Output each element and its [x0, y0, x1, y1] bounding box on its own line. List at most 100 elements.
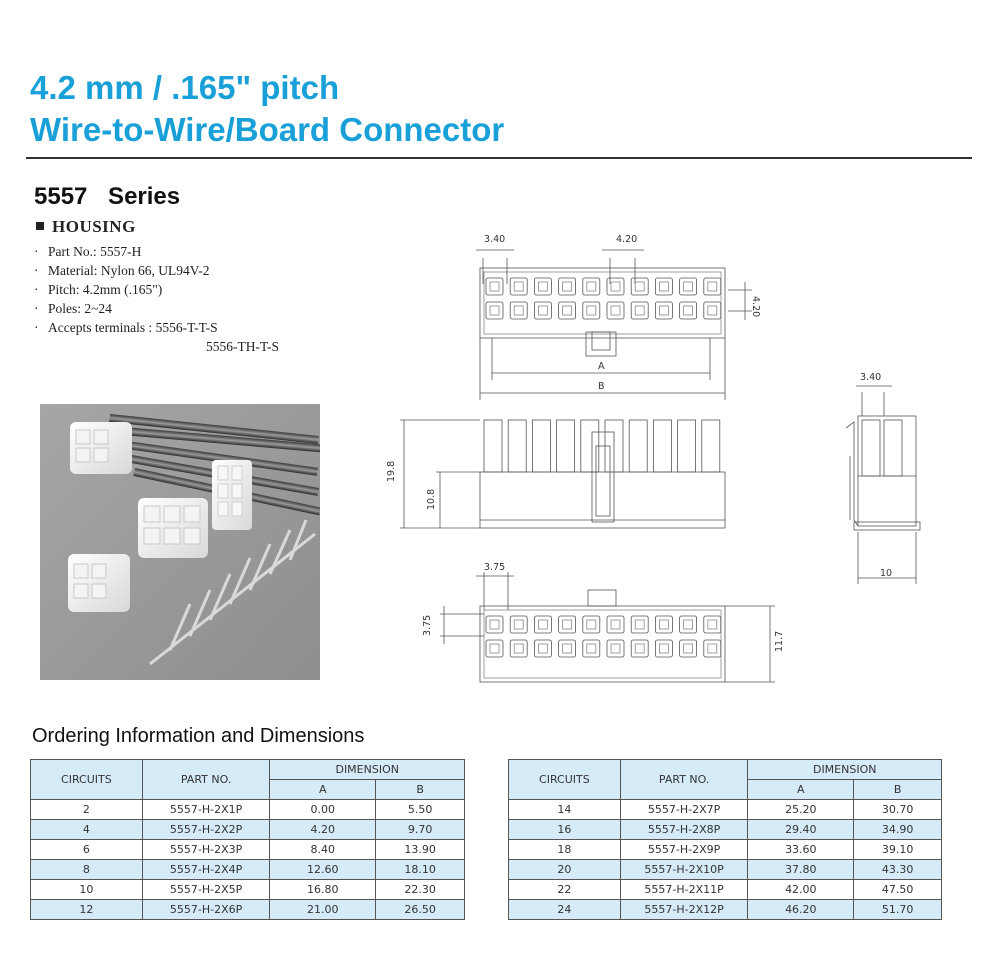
cavity-inner — [610, 619, 621, 630]
cell-dim-b: 34.90 — [853, 819, 942, 840]
cavity-inner — [634, 643, 645, 654]
cavity-inner — [513, 619, 524, 630]
terminal-post — [580, 419, 600, 473]
terminal-post — [677, 419, 697, 473]
cavity-inner — [513, 305, 524, 316]
header-dimension: DIMENSION — [747, 759, 942, 780]
cavity-cell — [509, 615, 528, 634]
cavity-cell — [558, 639, 577, 658]
cavity-inner — [537, 281, 548, 292]
housing-heading-text: HOUSING — [52, 217, 136, 236]
cavity-inner — [610, 281, 621, 292]
dim-front-body: 10.8 — [426, 489, 437, 510]
cell-dim-a: 42.00 — [747, 879, 855, 900]
cavity-cell — [533, 301, 552, 320]
spec-item: · Poles: 2~24 — [34, 299, 279, 318]
cavity-cell — [606, 615, 625, 634]
cavity-cell — [679, 277, 698, 296]
cavity-inner — [658, 643, 669, 654]
cell-part-no: 5557-H-2X4P — [141, 859, 271, 880]
cell-dim-b: 22.30 — [375, 879, 465, 900]
cell-dim-b: 43.30 — [853, 859, 942, 880]
cell-circuits: 10 — [30, 879, 143, 900]
cell-dim-b: 51.70 — [853, 899, 942, 920]
header-a: A — [747, 779, 855, 800]
connector-photo-illustration — [40, 404, 320, 680]
dim-side-top: 3.40 — [860, 372, 881, 383]
cell-circuits: 18 — [508, 839, 621, 860]
cell-part-no: 5557-H-2X3P — [141, 839, 271, 860]
bottom-view — [440, 572, 775, 683]
cavity-cell — [509, 639, 528, 658]
cell-circuits: 8 — [30, 859, 143, 880]
dim-top-pitch-mid: 4.20 — [616, 234, 637, 245]
cavity-inner — [586, 643, 597, 654]
cell-dim-b: 30.70 — [853, 799, 942, 820]
cavity-inner — [658, 619, 669, 630]
cavity-cell — [582, 639, 601, 658]
terminal-post — [701, 419, 721, 473]
header-part-no: PART NO. — [619, 759, 749, 800]
cavity-inner — [537, 619, 548, 630]
cavity-inner — [586, 281, 597, 292]
cavity-cell — [558, 277, 577, 296]
cavity-cell — [509, 277, 528, 296]
spec-text: Material: Nylon 66, UL94V-2 — [48, 263, 210, 278]
terminal-post — [556, 419, 576, 473]
spec-item-continuation: 5556-TH-T-S — [34, 337, 279, 356]
dim-bottom-right: 11.7 — [774, 631, 785, 652]
cavity-inner — [707, 281, 718, 292]
cavity-inner — [683, 305, 694, 316]
cavity-cell — [558, 301, 577, 320]
cavity-inner — [707, 619, 718, 630]
dim-side-bottom: 10 — [880, 568, 892, 579]
cavity-cell — [630, 277, 649, 296]
spec-item: ·Material: Nylon 66, UL94V-2 — [34, 261, 279, 280]
front-view — [400, 419, 726, 529]
cavity-cell — [533, 639, 552, 658]
cavity-inner — [610, 305, 621, 316]
cell-dim-a: 12.60 — [269, 859, 377, 880]
header-circuits: CIRCUITS — [30, 759, 143, 800]
cavity-inner — [489, 281, 500, 292]
cell-part-no: 5557-H-2X9P — [619, 839, 749, 860]
cavity-inner — [707, 305, 718, 316]
spec-text: Poles: 2~24 — [48, 301, 112, 316]
bullet-icon: · — [34, 320, 39, 335]
cavity-inner — [683, 619, 694, 630]
cavity-cell — [606, 277, 625, 296]
cavity-cell — [485, 301, 504, 320]
cell-circuits: 22 — [508, 879, 621, 900]
cavity-cell — [630, 615, 649, 634]
cavity-cell — [582, 615, 601, 634]
series-label: 5557 Series — [34, 183, 181, 210]
product-photo — [40, 404, 320, 680]
cavity-cell — [654, 615, 673, 634]
cell-dim-b: 26.50 — [375, 899, 465, 920]
cavity-cell — [654, 639, 673, 658]
cell-dim-a: 37.80 — [747, 859, 855, 880]
terminal-post — [652, 419, 672, 473]
cell-dim-a: 46.20 — [747, 899, 855, 920]
terminal-post — [483, 419, 503, 473]
cell-circuits: 16 — [508, 819, 621, 840]
cavity-cell — [485, 639, 504, 658]
cavity-cell — [703, 301, 722, 320]
cell-dim-a: 4.20 — [269, 819, 377, 840]
dim-top-pitch-right: 4.20 — [750, 296, 761, 317]
cavity-inner — [610, 643, 621, 654]
dim-label-b: B — [598, 381, 605, 392]
housing-drawing-svg: 3.40 4.20 4.20 A B 19.8 10.8 — [386, 234, 921, 683]
dim-bottom-top: 3.75 — [484, 562, 505, 573]
cavity-cell — [630, 301, 649, 320]
cavity-cell — [485, 615, 504, 634]
page-title-line2: Wire-to-Wire/Board Connector — [30, 111, 505, 148]
cell-dim-b: 18.10 — [375, 859, 465, 880]
cavity-inner — [513, 643, 524, 654]
page-title-line1: 4.2 mm / .165" pitch — [30, 69, 340, 106]
bullet-icon: · — [34, 282, 39, 297]
square-bullet-icon — [36, 222, 44, 230]
bullet-icon: · — [34, 301, 39, 316]
